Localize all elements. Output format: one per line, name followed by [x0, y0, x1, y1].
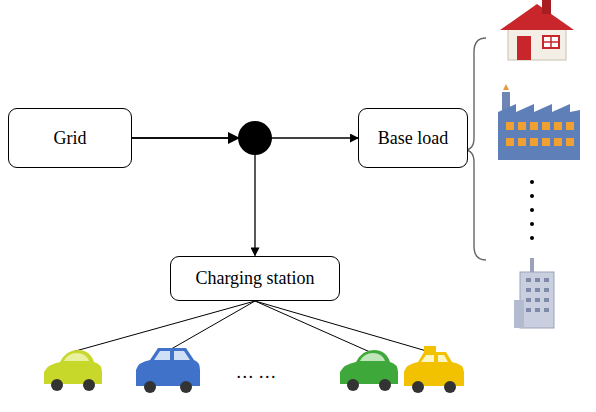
house-icon: [500, 0, 574, 60]
process-box: Charging station: [170, 256, 340, 301]
ellipsis-dots: [530, 180, 534, 240]
taxi-icon: [404, 346, 464, 393]
curly-brace: [464, 38, 486, 260]
box-label: Grid: [54, 128, 87, 149]
process-box: Base load: [358, 108, 468, 168]
car-icon: [340, 350, 398, 391]
car-icon: [136, 348, 200, 393]
flow-arrow: [132, 138, 255, 256]
car-link-lines: [72, 301, 430, 352]
car-icon: [44, 350, 102, 391]
box-label: Base load: [378, 128, 448, 149]
office-building-icon: [514, 258, 554, 328]
box-label: Charging station: [195, 268, 314, 289]
ellipsis-label: … …: [236, 362, 277, 383]
process-box: Grid: [8, 108, 132, 168]
factory-icon: [498, 84, 580, 160]
